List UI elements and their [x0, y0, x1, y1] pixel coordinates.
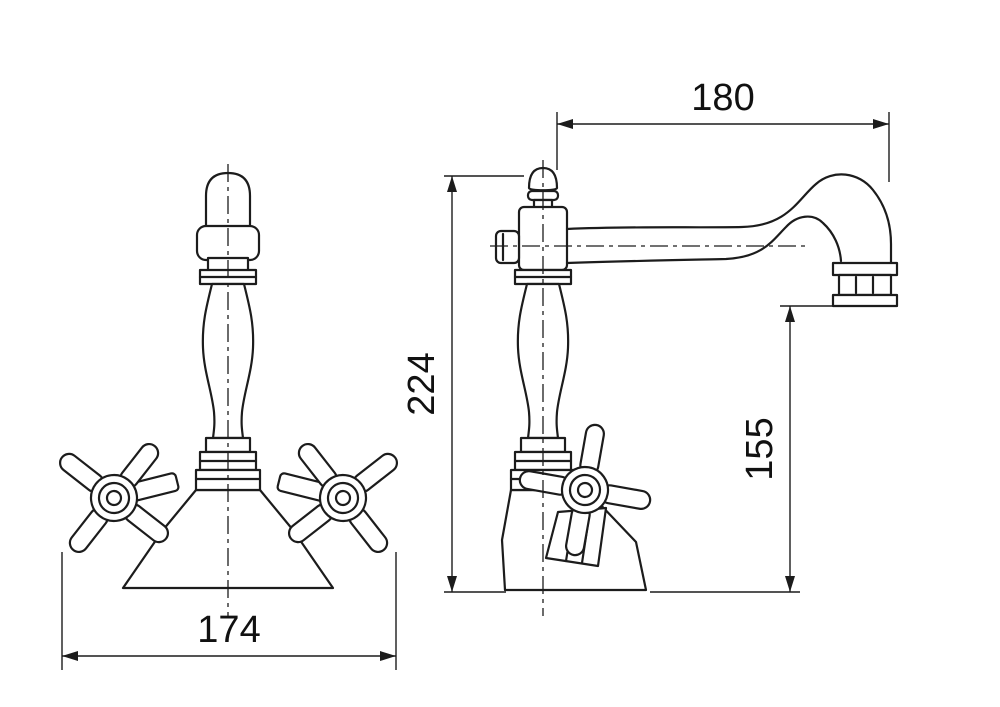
- front-left-handle: [58, 442, 170, 554]
- spout-outlet-flange-top: [831, 261, 899, 277]
- arrowhead: [873, 119, 889, 129]
- dimension-180: [556, 112, 890, 182]
- dimension-174: [61, 552, 397, 670]
- arrowhead: [785, 306, 795, 322]
- side-handle: [518, 423, 652, 557]
- dimension-155: [650, 305, 836, 593]
- arrowhead: [62, 651, 78, 661]
- arrowhead: [785, 576, 795, 592]
- dimension-label-224: 224: [401, 352, 443, 415]
- spout-outlet-ribs: [837, 273, 893, 297]
- dimension-label-155: 155: [739, 417, 781, 480]
- arrowhead: [447, 176, 457, 192]
- side-valve-nut: [494, 229, 521, 265]
- spout-top-edge: [565, 173, 893, 265]
- spout-bottom-edge: [565, 215, 843, 265]
- dimension-label-180: 180: [691, 77, 754, 119]
- dimension-label-174: 174: [197, 609, 260, 651]
- dimension-224: [444, 175, 524, 593]
- spout-outlet-flange-bottom: [831, 293, 899, 308]
- side-view: [494, 166, 899, 592]
- arrowhead: [557, 119, 573, 129]
- front-right-handle: [287, 442, 399, 554]
- arrowhead: [447, 576, 457, 592]
- arrowhead: [380, 651, 396, 661]
